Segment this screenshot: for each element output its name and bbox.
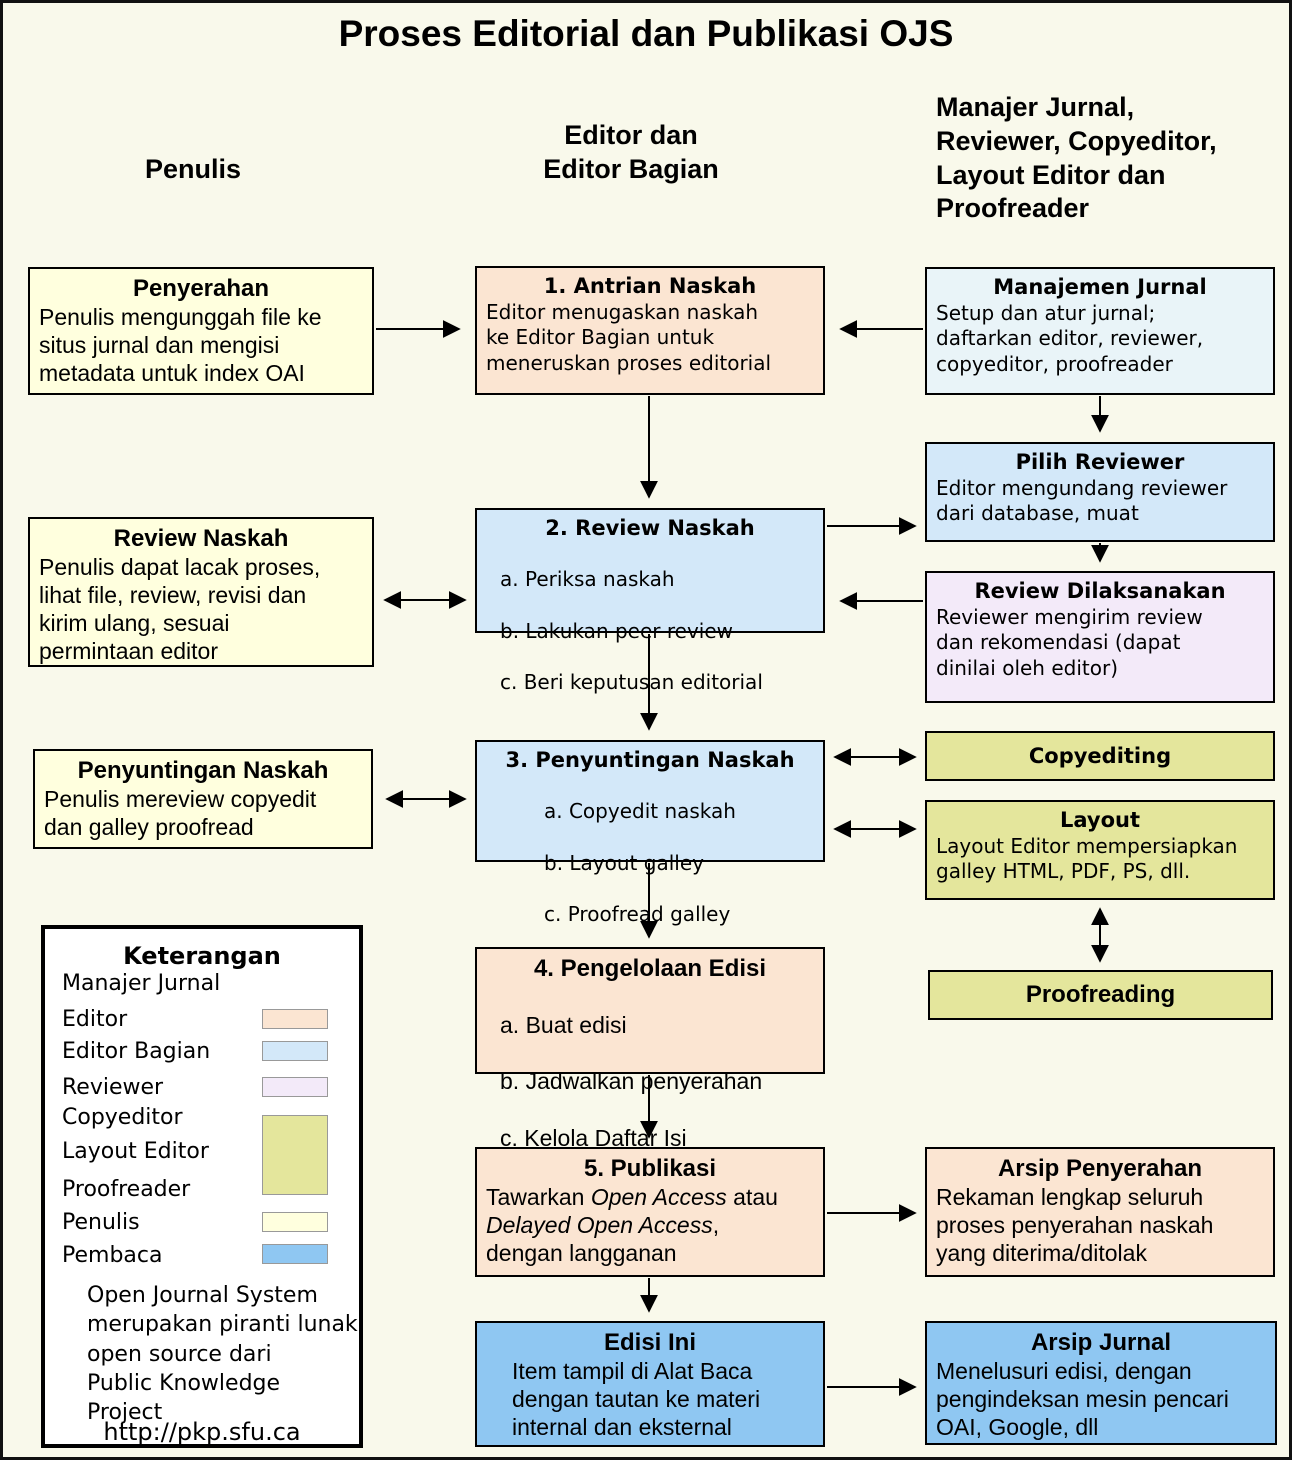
legend-label-proofreader: Proofreader	[62, 1177, 191, 1202]
box-review-naskah: 2. Review Naskah a. Periksa naskah b. La…	[475, 508, 825, 694]
box-review-dilaksanakan: Review Dilaksanakan Reviewer mengirim re…	[925, 571, 1275, 703]
box-title: 1. Antrian Naskah	[543, 274, 757, 298]
box-layout: Layout Layout Editor mempersiapkan galle…	[925, 800, 1275, 900]
body-text-italic: Delayed Open Access	[486, 1212, 713, 1239]
legend-swatch-copyeditor-layout-proofreader	[262, 1115, 328, 1195]
body-text-italic: Open Access	[590, 1184, 727, 1211]
box-proofreading: Proofreading	[928, 970, 1273, 1020]
list-item: b. Lakukan peer review	[500, 618, 733, 643]
box-body: Penulis mengunggah file ke situs jurnal …	[39, 304, 322, 387]
box-body: Rekaman lengkap seluruh proses penyeraha…	[936, 1184, 1214, 1267]
legend-label-layout-editor: Layout Editor	[62, 1139, 209, 1164]
box-body: Editor mengundang reviewer dari database…	[936, 475, 1228, 526]
legend-label-editor: Editor	[62, 1007, 128, 1032]
box-arsip-penyerahan: Arsip Penyerahan Rekaman lengkap seluruh…	[925, 1147, 1275, 1277]
box-title: 4. Pengelolaan Edisi	[533, 955, 767, 982]
box-body: Menelusuri edisi, dengan pengindeksan me…	[936, 1358, 1229, 1441]
legend-note: Open Journal System merupakan piranti lu…	[87, 1283, 358, 1425]
legend-swatch-pembaca	[262, 1244, 328, 1264]
list-item: a. Periksa naskah	[500, 567, 675, 592]
box-body: Layout Editor mempersiapkan galley HTML,…	[936, 833, 1238, 884]
box-title: Manajemen Jurnal	[993, 275, 1207, 299]
box-body: Editor menugaskan naskah ke Editor Bagia…	[486, 299, 772, 376]
body-text: Tawarkan	[486, 1184, 591, 1211]
box-body: Penulis mereview copyedit dan galley pro…	[44, 786, 317, 841]
list-item: a. Buat edisi	[500, 1012, 627, 1039]
legend-swatch-reviewer	[262, 1077, 328, 1097]
box-title: Penyuntingan Naskah	[77, 757, 329, 784]
box-title: Review Dilaksanakan	[974, 579, 1226, 603]
box-title: Proofreading	[1025, 981, 1176, 1009]
box-pilih-reviewer: Pilih Reviewer Editor mengundang reviewe…	[925, 442, 1275, 542]
column-header-editor: Editor dan Editor Bagian	[543, 120, 719, 184]
list-item: c. Beri keputusan editorial	[500, 669, 763, 694]
page-title: Proses Editorial dan Publikasi OJS	[338, 13, 954, 54]
legend-label-editor-bagian: Editor Bagian	[62, 1039, 211, 1064]
column-header-manajer: Manajer Jurnal, Reviewer, Copyeditor, La…	[936, 92, 1217, 224]
legend-label-manajer-jurnal: Manajer Jurnal	[62, 971, 221, 996]
box-body: Item tampil di Alat Baca dengan tautan k…	[512, 1358, 761, 1441]
box-body: Penulis dapat lacak proses, lihat file, …	[39, 554, 321, 665]
box-title: Review Naskah	[113, 525, 289, 552]
box-title: Edisi Ini	[603, 1329, 696, 1356]
box-antrian-naskah: 1. Antrian Naskah Editor menugaskan nask…	[475, 266, 825, 395]
box-edisi-ini: Edisi Ini Item tampil di Alat Baca denga…	[475, 1321, 825, 1447]
box-review-naskah-penulis: Review Naskah Penulis dapat lacak proses…	[28, 517, 374, 667]
box-penyerahan: Penyerahan Penulis mengunggah file ke si…	[28, 267, 374, 395]
box-body: Reviewer mengirim review dan rekomendasi…	[936, 604, 1203, 681]
box-body: Tawarkan Open Access atau Delayed Open A…	[486, 1183, 814, 1267]
legend-box: Keterangan Manajer Jurnal Editor Editor …	[41, 925, 363, 1448]
legend-label-pembaca: Pembaca	[62, 1243, 163, 1268]
legend-url: http://pkp.sfu.ca	[103, 1418, 301, 1446]
legend-label-penulis: Penulis	[62, 1210, 140, 1235]
box-title: Layout	[1059, 808, 1140, 832]
list-item: a. Copyedit naskah	[544, 799, 736, 824]
box-body: Setup dan atur jurnal; daftarkan editor,…	[936, 300, 1204, 377]
list-item: b. Jadwalkan penyerahan	[500, 1068, 763, 1095]
box-title: 2. Review Naskah	[545, 516, 755, 540]
box-penyuntingan-naskah: 3. Penyuntingan Naskah a. Copyedit naska…	[475, 740, 825, 926]
list-item: c. Proofread galley	[544, 901, 731, 926]
box-title: Arsip Jurnal	[1030, 1329, 1172, 1356]
legend-swatch-editor-bagian	[262, 1041, 328, 1061]
column-header-penulis: Penulis	[144, 154, 242, 184]
box-penyuntingan-penulis: Penyuntingan Naskah Penulis mereview cop…	[33, 749, 373, 849]
box-title: Arsip Penyerahan	[997, 1155, 1203, 1182]
box-manajemen-jurnal: Manajemen Jurnal Setup dan atur jurnal; …	[925, 267, 1275, 395]
box-title: Copyediting	[1028, 743, 1172, 768]
box-title: Pilih Reviewer	[1015, 450, 1185, 474]
legend-label-reviewer: Reviewer	[62, 1075, 164, 1100]
legend-swatch-penulis	[262, 1212, 328, 1232]
body-text: atau	[733, 1184, 778, 1211]
box-pengelolaan-edisi: 4. Pengelolaan Edisi a. Buat edisi b. Ja…	[475, 947, 825, 1151]
list-item: c. Kelola Daftar Isi	[500, 1124, 687, 1151]
legend-title: Keterangan	[123, 942, 281, 970]
box-copyediting: Copyediting	[925, 731, 1275, 781]
box-arsip-jurnal: Arsip Jurnal Menelusuri edisi, dengan pe…	[925, 1321, 1277, 1445]
legend-swatch-editor	[262, 1009, 328, 1029]
body-text: , dengan langganan	[486, 1212, 720, 1267]
list-item: b. Layout galley	[544, 850, 704, 875]
legend-label-copyeditor: Copyeditor	[62, 1105, 183, 1130]
box-title: 3. Penyuntingan Naskah	[505, 748, 795, 772]
box-title: Penyerahan	[132, 275, 270, 302]
box-publikasi: 5. Publikasi Tawarkan Open Access atau D…	[475, 1147, 825, 1277]
box-title: 5. Publikasi	[583, 1155, 717, 1182]
